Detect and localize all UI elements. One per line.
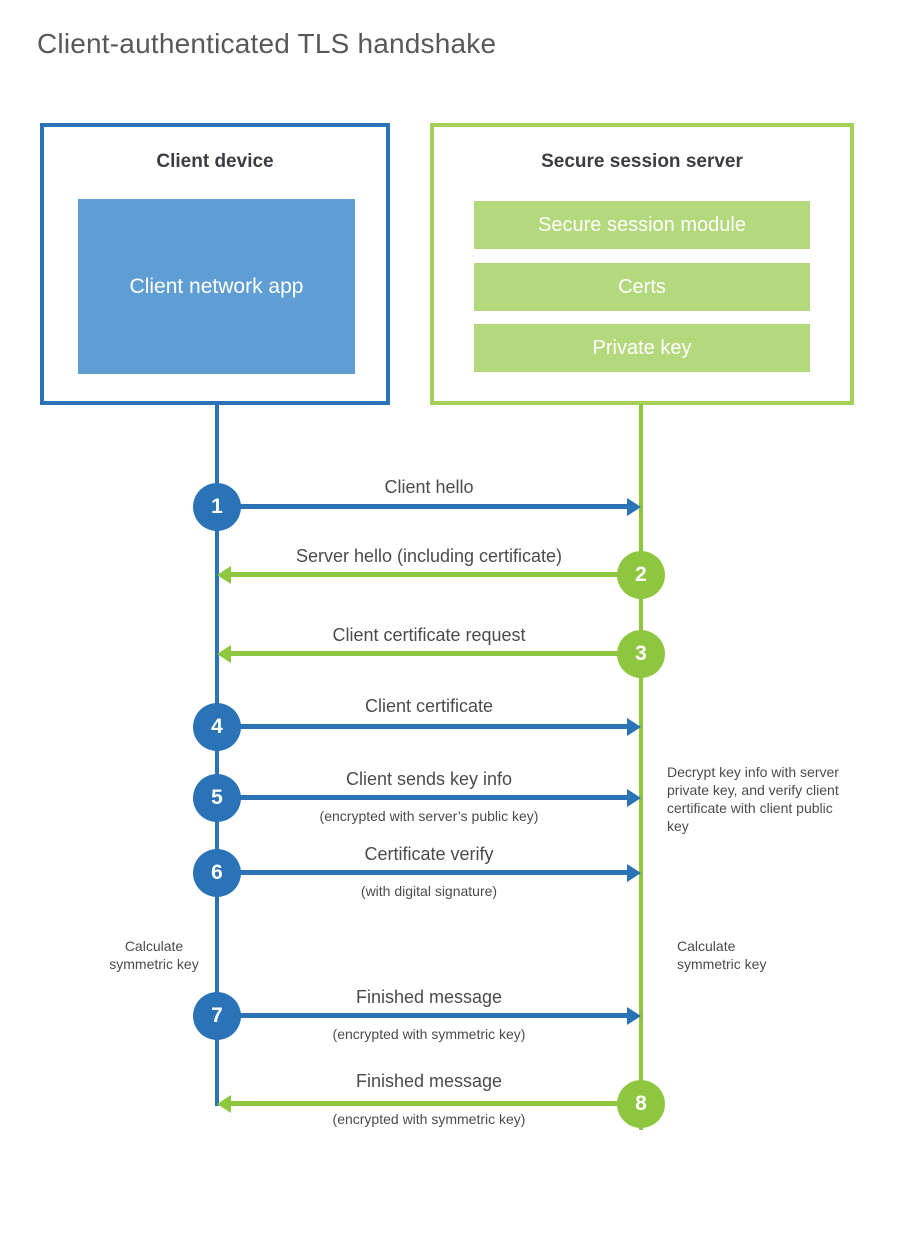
step-circle-3: 3 — [617, 630, 665, 678]
step-number: 4 — [211, 715, 223, 738]
step-number: 1 — [211, 495, 223, 518]
message-label: Client certificate request — [332, 625, 526, 645]
server-module-secure-session: Secure session module — [474, 201, 810, 249]
step-circle-5: 5 — [193, 774, 241, 822]
message-label: Finished message — [355, 1071, 503, 1091]
secure-session-server-title: Secure session server — [541, 151, 743, 172]
message-label: Client certificate — [364, 696, 494, 716]
server-module-private-key: Private key — [474, 324, 810, 372]
client-device-title: Client device — [156, 151, 274, 172]
step-circle-6: 6 — [193, 849, 241, 897]
arrow-line — [231, 651, 641, 656]
arrow-right-icon — [627, 1007, 641, 1025]
step-circle-7: 7 — [193, 992, 241, 1040]
arrow-left-icon — [217, 1095, 231, 1113]
arrow-right-icon — [627, 789, 641, 807]
server-module-label: Secure session module — [538, 213, 746, 236]
message-label: Finished message — [355, 987, 503, 1007]
arrow-line — [217, 504, 627, 509]
step-number: 6 — [211, 861, 223, 884]
step-number: 5 — [211, 786, 223, 809]
server-module-label: Certs — [618, 275, 666, 298]
step-number: 7 — [211, 1004, 223, 1027]
client-network-app-box: Client network app — [78, 199, 355, 374]
page-title: Client-authenticated TLS handshake — [37, 28, 497, 59]
arrow-left-icon — [217, 566, 231, 584]
arrow-left-icon — [217, 645, 231, 663]
step-circle-2: 2 — [617, 551, 665, 599]
arrow-line — [217, 1013, 627, 1018]
arrow-line — [231, 572, 641, 577]
arrow-line — [231, 1101, 641, 1106]
step-number: 2 — [635, 563, 647, 586]
step-number: 3 — [635, 642, 647, 665]
calc-symmetric-key-left: Calculate symmetric key — [109, 938, 199, 972]
message-sublabel: (with digital signature) — [360, 883, 498, 899]
arrow-line — [217, 724, 627, 729]
client-network-app-label: Client network app — [129, 274, 304, 298]
calc-symmetric-key-right: Calculate symmetric key — [677, 938, 767, 972]
step-circle-1: 1 — [193, 483, 241, 531]
arrow-right-icon — [627, 718, 641, 736]
step-circle-8: 8 — [617, 1080, 665, 1128]
arrow-line — [217, 795, 627, 800]
server-module-label: Private key — [592, 336, 692, 359]
message-sublabel: (encrypted with symmetric key) — [332, 1111, 526, 1127]
arrow-right-icon — [627, 498, 641, 516]
arrow-right-icon — [627, 864, 641, 882]
message-sublabel: (encrypted with symmetric key) — [332, 1026, 526, 1042]
server-lifeline — [639, 404, 643, 1130]
message-label: Certificate verify — [364, 844, 494, 864]
arrow-line — [217, 870, 627, 875]
message-label: Client hello — [384, 477, 474, 497]
message-label: Server hello (including certificate) — [295, 546, 563, 566]
message-sublabel: (encrypted with server’s public key) — [319, 808, 539, 824]
step-number: 8 — [635, 1092, 647, 1115]
step-circle-4: 4 — [193, 703, 241, 751]
message-label: Client sends key info — [345, 769, 513, 789]
client-lifeline — [215, 404, 219, 1106]
server-module-certs: Certs — [474, 263, 810, 311]
decrypt-note: Decrypt key info with server private key… — [667, 764, 839, 834]
